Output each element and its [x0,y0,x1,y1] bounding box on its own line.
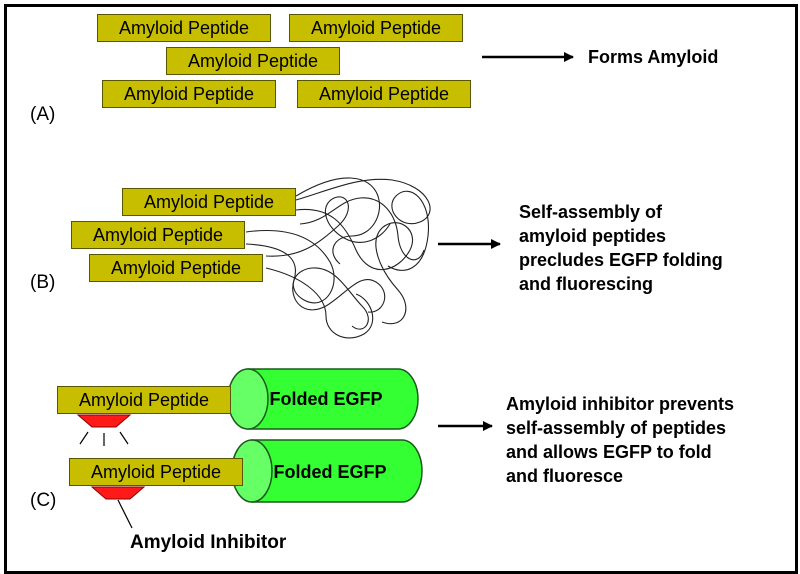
amyloid-peptide-c2: Amyloid Peptide [69,458,243,486]
result-b-line-1: Self-assembly of [519,202,663,222]
result-b-line-2: amyloid peptides [519,226,667,246]
result-text-b: Self-assembly of amyloid peptides preclu… [519,200,723,296]
result-b-line-4: and fluorescing [519,274,654,294]
panel-label-b: (B) [30,272,56,293]
result-text-c: Amyloid inhibitor prevents self-assembly… [506,392,734,488]
result-c-line-2: self-assembly of peptides [506,418,727,438]
amyloid-peptide-a2: Amyloid Peptide [289,14,463,42]
result-b-line-3: precludes EGFP folding [519,250,723,270]
result-c-line-4: and fluoresce [506,466,624,486]
egfp-label-1: Folded EGFP [269,389,382,409]
amyloid-peptide-a3: Amyloid Peptide [166,47,340,75]
folded-egfp-2: Folded EGFP [231,439,423,503]
unfolded-egfp-chains [245,177,431,339]
amyloid-inhibitor-2 [90,486,146,500]
amyloid-inhibitor-label: Amyloid Inhibitor [130,532,287,553]
amyloid-peptide-a4: Amyloid Peptide [102,80,276,108]
result-c-line-1: Amyloid inhibitor prevents [506,394,735,414]
amyloid-peptide-b2: Amyloid Peptide [71,221,245,249]
panel-label-a: (A) [30,104,56,125]
folded-egfp-1: Folded EGFP [227,368,419,430]
panel-label-c: (C) [30,490,57,511]
amyloid-peptide-a5: Amyloid Peptide [297,80,471,108]
amyloid-peptide-a1: Amyloid Peptide [97,14,271,42]
inhibitor-leader-line [117,499,133,529]
result-c-line-3: and allows EGFP to fold [506,442,712,462]
result-text-a: Forms Amyloid [588,47,719,67]
egfp-label-2: Folded EGFP [273,462,386,482]
amyloid-peptide-b3: Amyloid Peptide [89,254,263,282]
amyloid-peptide-c1: Amyloid Peptide [57,386,231,414]
amyloid-inhibitor-1 [76,414,132,428]
inhibitor-interaction-lines [79,431,129,446]
amyloid-peptide-b1: Amyloid Peptide [122,188,296,216]
